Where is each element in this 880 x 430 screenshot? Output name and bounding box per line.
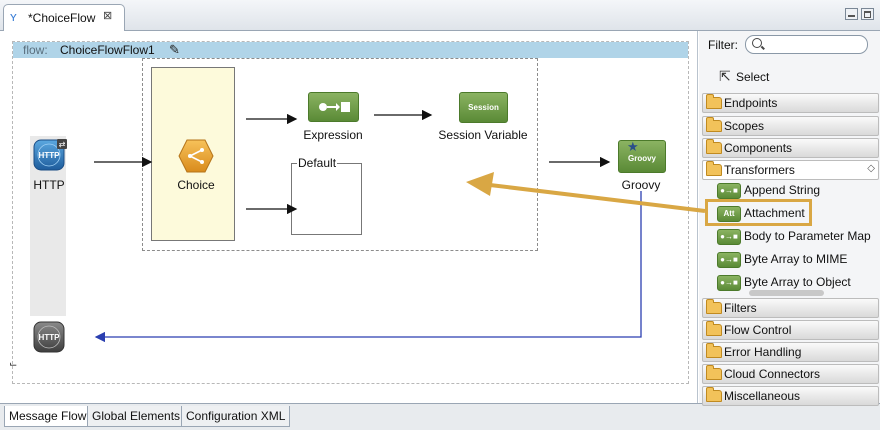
palette-item-append-string[interactable]: ●→■ Append String	[717, 181, 875, 201]
session-badge-text: Session	[468, 103, 499, 112]
palette-item-label: Append String	[744, 183, 821, 197]
pointer-icon: ⇱	[719, 68, 731, 84]
folder-icon	[706, 139, 722, 154]
transformer-icon: ●→■	[717, 183, 741, 199]
http-globe-grey-icon: HTTP	[33, 321, 65, 353]
category-components[interactable]: Components	[702, 138, 879, 158]
session-variable-label: Session Variable	[438, 128, 528, 142]
palette-item-byte-array-to-object[interactable]: ●→■ Byte Array to Object	[717, 273, 875, 293]
folder-icon	[706, 343, 722, 358]
collapse-icon[interactable]: ◇	[867, 163, 875, 174]
transformer-icon: ●→■	[717, 252, 741, 268]
category-scopes[interactable]: Scopes	[702, 116, 879, 136]
http-inbound-endpoint[interactable]: HTTP ⇄	[33, 139, 67, 173]
palette-item-attachment[interactable]: Att Attachment	[717, 204, 875, 224]
folder-open-icon	[706, 161, 722, 176]
choice-router[interactable]	[178, 139, 214, 173]
http-globe-icon: HTTP ⇄	[33, 139, 67, 171]
editor-tab[interactable]: ʏ *ChoiceFlow ⊠	[3, 4, 125, 31]
category-label: Miscellaneous	[724, 389, 801, 403]
category-error-handling[interactable]: Error Handling	[702, 342, 879, 362]
category-label: Cloud Connectors	[724, 367, 821, 381]
default-route-box[interactable]	[291, 163, 362, 235]
palette-panel: Filter: ⇱ Select Endpoints Scopes Compon…	[699, 31, 880, 406]
palette-item-label: Attachment	[744, 206, 805, 220]
tab-configuration-xml[interactable]: Configuration XML	[181, 406, 291, 427]
editor-tab-bar: ʏ *ChoiceFlow ⊠	[0, 0, 880, 31]
folder-icon	[706, 94, 722, 109]
folder-icon	[706, 387, 722, 402]
maximize-button[interactable]	[861, 8, 874, 20]
category-endpoints[interactable]: Endpoints	[702, 93, 879, 113]
search-icon	[752, 38, 762, 48]
category-label: Transformers	[724, 163, 795, 177]
session-variable-transformer[interactable]: Session	[459, 92, 508, 123]
palette-scrollbar[interactable]	[749, 290, 824, 296]
category-label: Flow Control	[724, 323, 792, 337]
editor-tab-title: *ChoiceFlow	[28, 11, 96, 25]
flow-header: flow: ChoiceFlowFlow1 ✎	[13, 42, 688, 58]
flow-prefix: flow:	[23, 43, 48, 57]
folder-icon	[706, 299, 722, 314]
expression-label: Expression	[303, 128, 363, 142]
flow-container: flow: ChoiceFlowFlow1 ✎	[12, 41, 689, 384]
tab-message-flow[interactable]: Message Flow	[4, 406, 92, 427]
folder-icon	[706, 321, 722, 336]
flow-canvas[interactable]: flow: ChoiceFlowFlow1 ✎ Default HTTP ⇄ H…	[1, 31, 698, 403]
edit-name-icon[interactable]: ✎	[169, 42, 180, 57]
attachment-icon: Att	[717, 206, 741, 222]
category-filters[interactable]: Filters	[702, 298, 879, 318]
palette-item-label: Byte Array to MIME	[744, 252, 848, 266]
http-response-badge-text: HTTP	[39, 333, 61, 342]
default-route-label: Default	[297, 156, 338, 170]
filter-label: Filter:	[708, 38, 738, 52]
palette-item-byte-array-to-mime[interactable]: ●→■ Byte Array to MIME	[717, 250, 875, 270]
category-transformers[interactable]: Transformers ◇	[702, 160, 879, 180]
choice-icon	[178, 139, 214, 173]
category-label: Error Handling	[724, 345, 802, 359]
filter-input[interactable]	[745, 35, 868, 54]
expression-icon	[319, 102, 350, 112]
palette-item-label: Byte Array to Object	[744, 275, 851, 289]
http-inbound-label: HTTP	[33, 178, 65, 192]
groovy-badge-text: Groovy	[627, 154, 656, 163]
http-response-endpoint[interactable]: HTTP	[33, 321, 67, 355]
choice-label: Choice	[177, 178, 215, 192]
http-badge-text: HTTP	[39, 151, 61, 160]
folder-icon	[706, 365, 722, 380]
attachment-highlight-box	[705, 199, 812, 226]
category-label: Scopes	[724, 119, 765, 133]
minimize-button[interactable]	[845, 8, 858, 20]
svg-text:⇄: ⇄	[59, 140, 66, 149]
category-cloud-connectors[interactable]: Cloud Connectors	[702, 364, 879, 384]
expression-transformer[interactable]	[308, 92, 359, 122]
category-label: Endpoints	[724, 96, 778, 110]
folder-icon	[706, 117, 722, 132]
groovy-component[interactable]: Groovy ★	[618, 139, 666, 173]
transformer-icon: ●→■	[717, 229, 741, 245]
close-icon[interactable]: ⊠	[103, 10, 113, 22]
flow-connectors	[94, 109, 642, 343]
select-tool[interactable]: Select	[736, 70, 770, 84]
editor-bottom-tabs: Message Flow Global Elements Configurati…	[0, 403, 880, 430]
mule-icon: ʏ	[10, 9, 17, 24]
star-icon: ★	[627, 139, 639, 154]
palette-item-label: Body to Parameter Map	[744, 229, 871, 243]
choice-scope[interactable]	[142, 58, 538, 251]
palette-item-body-to-parameter-map[interactable]: ●→■ Body to Parameter Map	[717, 227, 875, 247]
category-label: Components	[724, 141, 793, 155]
transformer-icon: ●→■	[717, 275, 741, 291]
category-flow-control[interactable]: Flow Control	[702, 320, 879, 340]
flow-name[interactable]: ChoiceFlowFlow1	[60, 43, 155, 57]
category-miscellaneous[interactable]: Miscellaneous	[702, 386, 879, 406]
tab-global-elements[interactable]: Global Elements	[87, 406, 186, 427]
category-label: Filters	[724, 301, 757, 315]
collapse-corner-icon[interactable]: ⌙	[9, 359, 18, 370]
